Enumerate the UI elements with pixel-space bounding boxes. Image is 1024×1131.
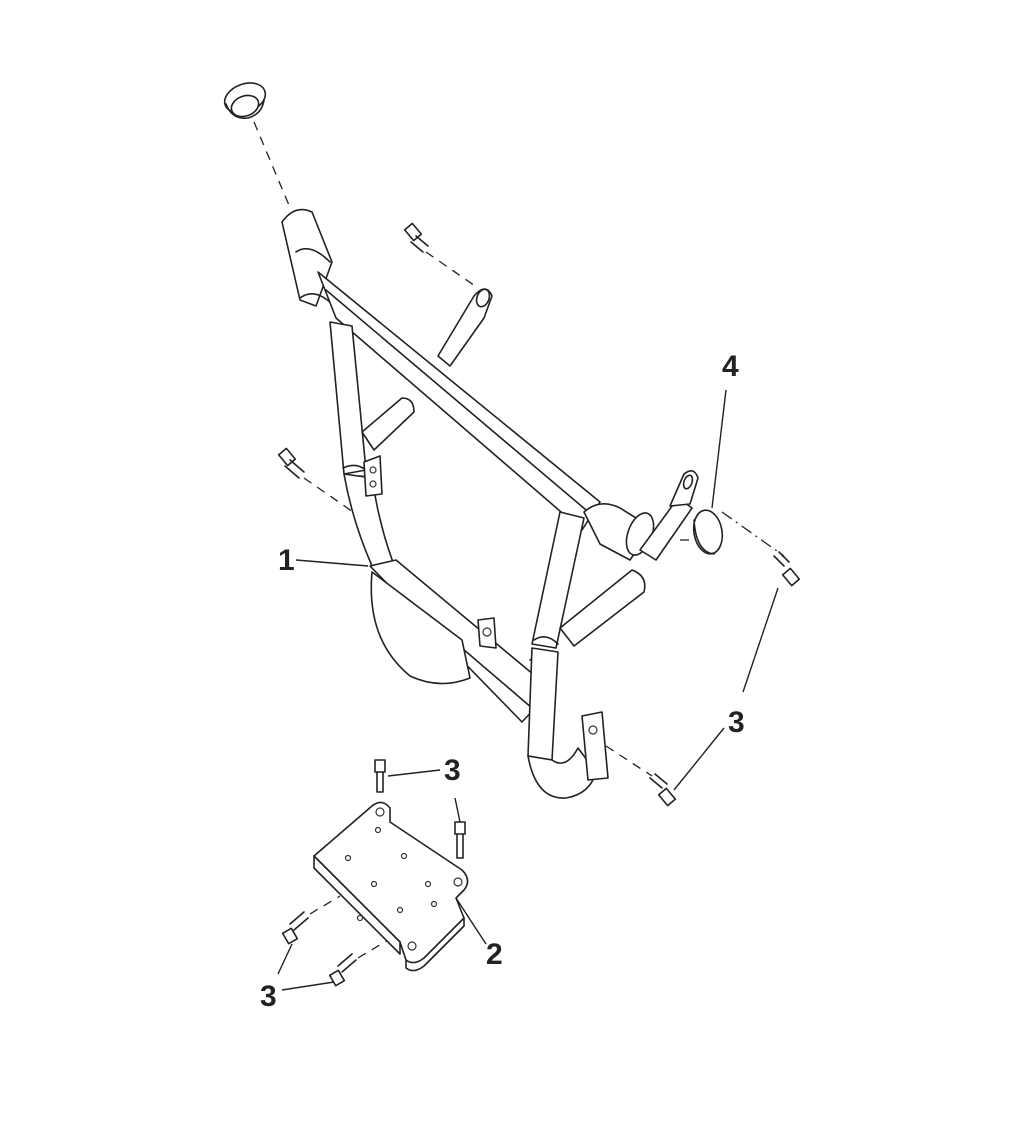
bolt-plate-left <box>281 911 309 945</box>
end-cap-right <box>692 509 724 555</box>
mounting-plate <box>313 801 469 972</box>
callout-part-2: 2 <box>486 938 503 971</box>
bolt-plate-top <box>374 759 386 793</box>
end-cap-top-left <box>223 82 267 120</box>
dashed-guide-bolt-plate-left <box>309 895 341 915</box>
dashed-guide-bolt-top <box>425 251 479 289</box>
leader-part-3-plate-top <box>387 769 441 777</box>
bolt-left <box>277 447 305 479</box>
bolt-plate-right <box>454 821 466 859</box>
leader-part-1 <box>295 559 369 567</box>
leader-part-3-plate-right <box>454 797 461 823</box>
callout-part-3-right: 3 <box>728 706 745 739</box>
dashed-guide-cap-top <box>253 121 292 211</box>
leader-part-3-plate-bottom <box>281 981 335 991</box>
bumper-frame <box>281 208 699 799</box>
dashed-guide-bolt-plate-bottom <box>357 939 389 959</box>
leader-part-3-plate-left <box>277 943 293 975</box>
callout-part-3-plate-top: 3 <box>444 754 461 787</box>
bolt-top <box>403 222 429 253</box>
bolt-right-upper <box>773 551 801 587</box>
dashed-guide-bolt-right-lower <box>605 745 653 777</box>
leader-part-2 <box>455 897 487 945</box>
callout-part-3-plate-bottom: 3 <box>260 980 277 1013</box>
leader-part-3-right-upper <box>742 587 779 693</box>
dashdot-guide-cap-right <box>721 511 785 557</box>
leader-part-4 <box>711 389 727 509</box>
leader-part-3-right-lower <box>673 727 725 791</box>
bolt-right-lower <box>649 773 677 807</box>
dashed-guide-bolt-left <box>303 477 357 515</box>
callout-part-1: 1 <box>278 544 295 577</box>
bolt-plate-bottom <box>328 953 357 987</box>
callout-part-4: 4 <box>722 350 739 383</box>
